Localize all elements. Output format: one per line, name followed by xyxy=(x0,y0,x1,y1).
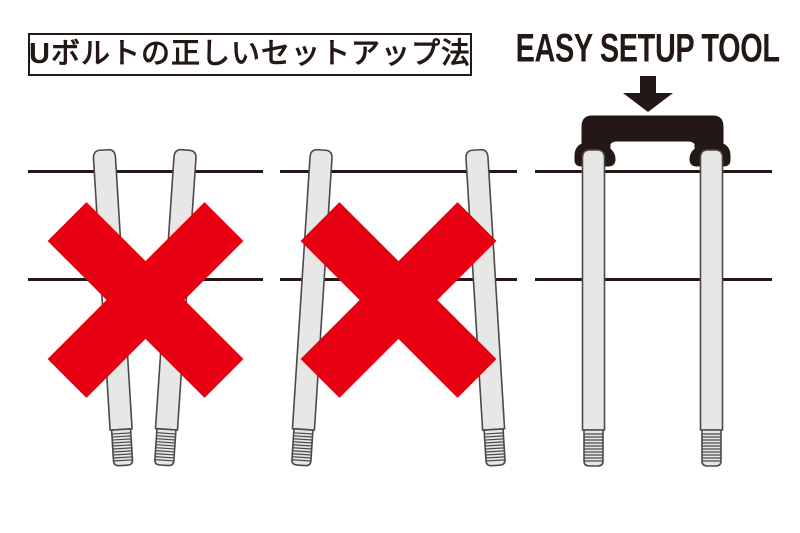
incorrect-setup-splayed-outward xyxy=(47,148,244,467)
red-x-mark xyxy=(47,202,244,398)
tool-label-container: EASY SETUP TOOL xyxy=(512,28,784,70)
correct-setup-with-tool xyxy=(574,76,731,467)
u-bolt-leg xyxy=(699,149,724,467)
incorrect-setup-splayed-inward xyxy=(289,148,508,467)
title-box: Uボルトの正しいセットアップ法 xyxy=(28,33,472,76)
u-bolt-leg xyxy=(464,148,508,467)
easy-setup-tool xyxy=(574,115,731,167)
page-title: Uボルトの正しいセットアップ法 xyxy=(29,38,471,70)
down-arrow-icon xyxy=(623,76,673,112)
easy-setup-tool-label: EASY SETUP TOOL xyxy=(516,26,780,72)
u-bolt-leg xyxy=(581,149,606,467)
red-x-mark xyxy=(300,202,497,398)
u-bolt-leg xyxy=(289,148,334,467)
